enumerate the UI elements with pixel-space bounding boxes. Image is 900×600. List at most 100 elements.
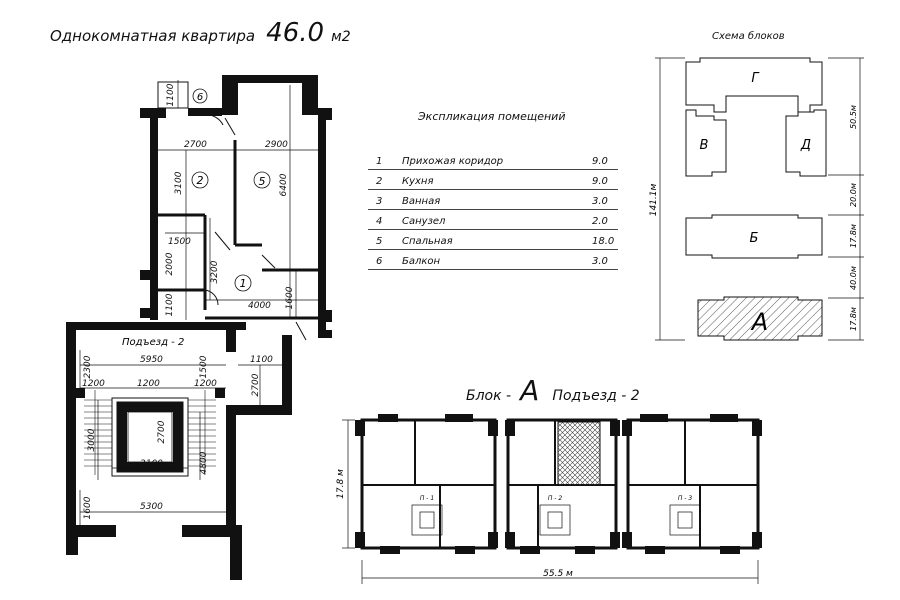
apartment-walls (140, 75, 332, 338)
room-number: 2 (376, 176, 383, 187)
dim-label: 1200 (194, 379, 217, 389)
room-markers (191, 88, 271, 292)
room-name: Кухня (402, 176, 434, 187)
block-width-dim: 55.5 м (543, 569, 573, 579)
scheme-dim-labels: 50.5м 20.0м 17.8м 40.0м 17.8м (849, 105, 858, 331)
scheme-blocks (685, 57, 827, 341)
room-area: 2.0 (592, 216, 608, 227)
dim-label: 2700 (184, 140, 207, 150)
plan-title-unit: м2 (331, 29, 351, 45)
dim-label: 20.0м (849, 183, 858, 207)
room-number: 1 (376, 156, 383, 167)
room-area: 3.0 (592, 256, 608, 267)
dim-label: 4800 (199, 451, 209, 474)
room-name: Балкон (402, 256, 441, 267)
dim-label: 3000 (87, 428, 97, 451)
dim-label: 2700 (157, 420, 167, 443)
dim-label: 1600 (83, 496, 93, 519)
block-a-label: А (750, 308, 768, 336)
dim-label: 2700 (251, 373, 261, 396)
table-row: 1 Прихожая коридор 9.0 (368, 150, 618, 170)
room-6-label: 6 (197, 92, 203, 103)
room-1-label: 1 (240, 277, 247, 290)
scheme-block-letters: Г В Д Б А (700, 71, 812, 336)
room-name: Спальная (402, 236, 453, 247)
table-row: 3 Ванная 3.0 (368, 190, 618, 210)
dim-label: 1100 (165, 293, 175, 316)
entrance-label: Подъезд - 2 (552, 388, 640, 404)
explication-table: 1 Прихожая коридор 9.0 2 Кухня 9.0 3 Ван… (368, 150, 618, 270)
table-row: 2 Кухня 9.0 (368, 170, 618, 190)
block-plan-notches (355, 414, 762, 554)
apartment-dimension-lines (152, 80, 318, 320)
apartment-dimension-labels: 1100 2700 2900 3100 6400 1500 2000 3200 … (165, 83, 295, 316)
dim-label: 5300 (140, 502, 163, 512)
dim-label: 2000 (165, 252, 175, 275)
dim-label: 40.0м (849, 266, 858, 290)
entrance-label: П - 2 (548, 495, 562, 502)
room-number: 5 (376, 236, 383, 247)
dim-label: 1200 (137, 379, 160, 389)
stair-dimension-lines (79, 350, 282, 525)
dim-label: 2900 (265, 140, 288, 150)
dim-label: 6400 (279, 173, 289, 196)
scheme-title: Схема блоков (712, 31, 785, 42)
block-plan-stairs (411, 504, 701, 536)
dim-label: 3100 (174, 171, 184, 194)
block-scheme: 141.1м 50.5м 20.0м 17.8м 40.0м 17.8м Г В… (649, 57, 864, 341)
apartment-plan: 6 2 5 1 1100 2700 2900 3100 6400 1500 20… (140, 75, 332, 341)
apartment-doors (204, 114, 307, 341)
dim-label: 1200 (82, 379, 105, 389)
scheme-total-dim: 141.1м (649, 184, 659, 217)
entrance-label: П - 1 (420, 495, 434, 502)
room-5-label: 5 (259, 175, 266, 188)
block-plan-dimension-lines (342, 419, 759, 584)
explication-title: Экспликация помещений (418, 110, 566, 123)
stair-plan-title: Подъезд - 2 (122, 337, 184, 348)
dim-label: 3200 (210, 260, 220, 283)
plan-title-prefix: Однокомнатная квартира (50, 27, 256, 45)
room-area: 18.0 (592, 236, 615, 247)
plan-title: Однокомнатная квартира 46.0 м2 (50, 18, 351, 48)
room-area: 9.0 (592, 156, 608, 167)
plan-title-area: 46.0 (266, 18, 325, 48)
block-b-label: Б (750, 231, 759, 246)
stair-plan: Подъезд - 2 5950 1500 1100 2300 1200 120… (66, 322, 292, 580)
table-row: 6 Балкон 3.0 (368, 250, 618, 270)
dim-label: 17.8м (849, 224, 858, 248)
stair-walls (66, 322, 292, 580)
dim-label: 2300 (83, 355, 93, 378)
balcony (157, 81, 189, 109)
entrance-label: П - 3 (678, 495, 692, 502)
stair-dimension-labels: 5950 1500 1100 2300 1200 1200 1200 2700 … (82, 355, 273, 519)
block-label: Блок - (466, 388, 512, 404)
dim-label: 1500 (168, 237, 191, 247)
room-number: 6 (376, 256, 383, 267)
room-2-label: 2 (197, 174, 204, 187)
block-g-label: Г (751, 71, 760, 86)
room-area: 9.0 (592, 176, 608, 187)
block-d-label: Д (800, 138, 811, 153)
dim-label: 1600 (285, 286, 295, 309)
dim-label: 17.8м (849, 307, 858, 331)
room-name: Санузел (402, 216, 446, 227)
block-height-dim: 17.8 м (336, 469, 346, 499)
dim-label: 1100 (250, 355, 273, 365)
room-name: Прихожая коридор (402, 156, 504, 167)
room-area: 3.0 (592, 196, 608, 207)
scheme-dimension-lines (655, 57, 864, 341)
dim-label: 5950 (140, 355, 163, 365)
table-row: 4 Санузел 2.0 (368, 210, 618, 230)
dim-label: 4000 (248, 301, 271, 311)
room-number: 3 (376, 196, 383, 207)
dim-label: 50.5м (849, 105, 858, 129)
table-row: 5 Спальная 18.0 (368, 230, 618, 250)
block-v-label: В (700, 138, 709, 153)
highlighted-apartment (557, 421, 601, 486)
block-a-plan: П - 1 П - 2 П - 3 17.8 м 55.5 м (336, 414, 762, 584)
block-title: Блок - А Подъезд - 2 (466, 374, 640, 407)
dim-label: 1500 (199, 355, 209, 378)
dim-label: 1100 (166, 83, 176, 106)
stair-shaft (111, 397, 189, 477)
